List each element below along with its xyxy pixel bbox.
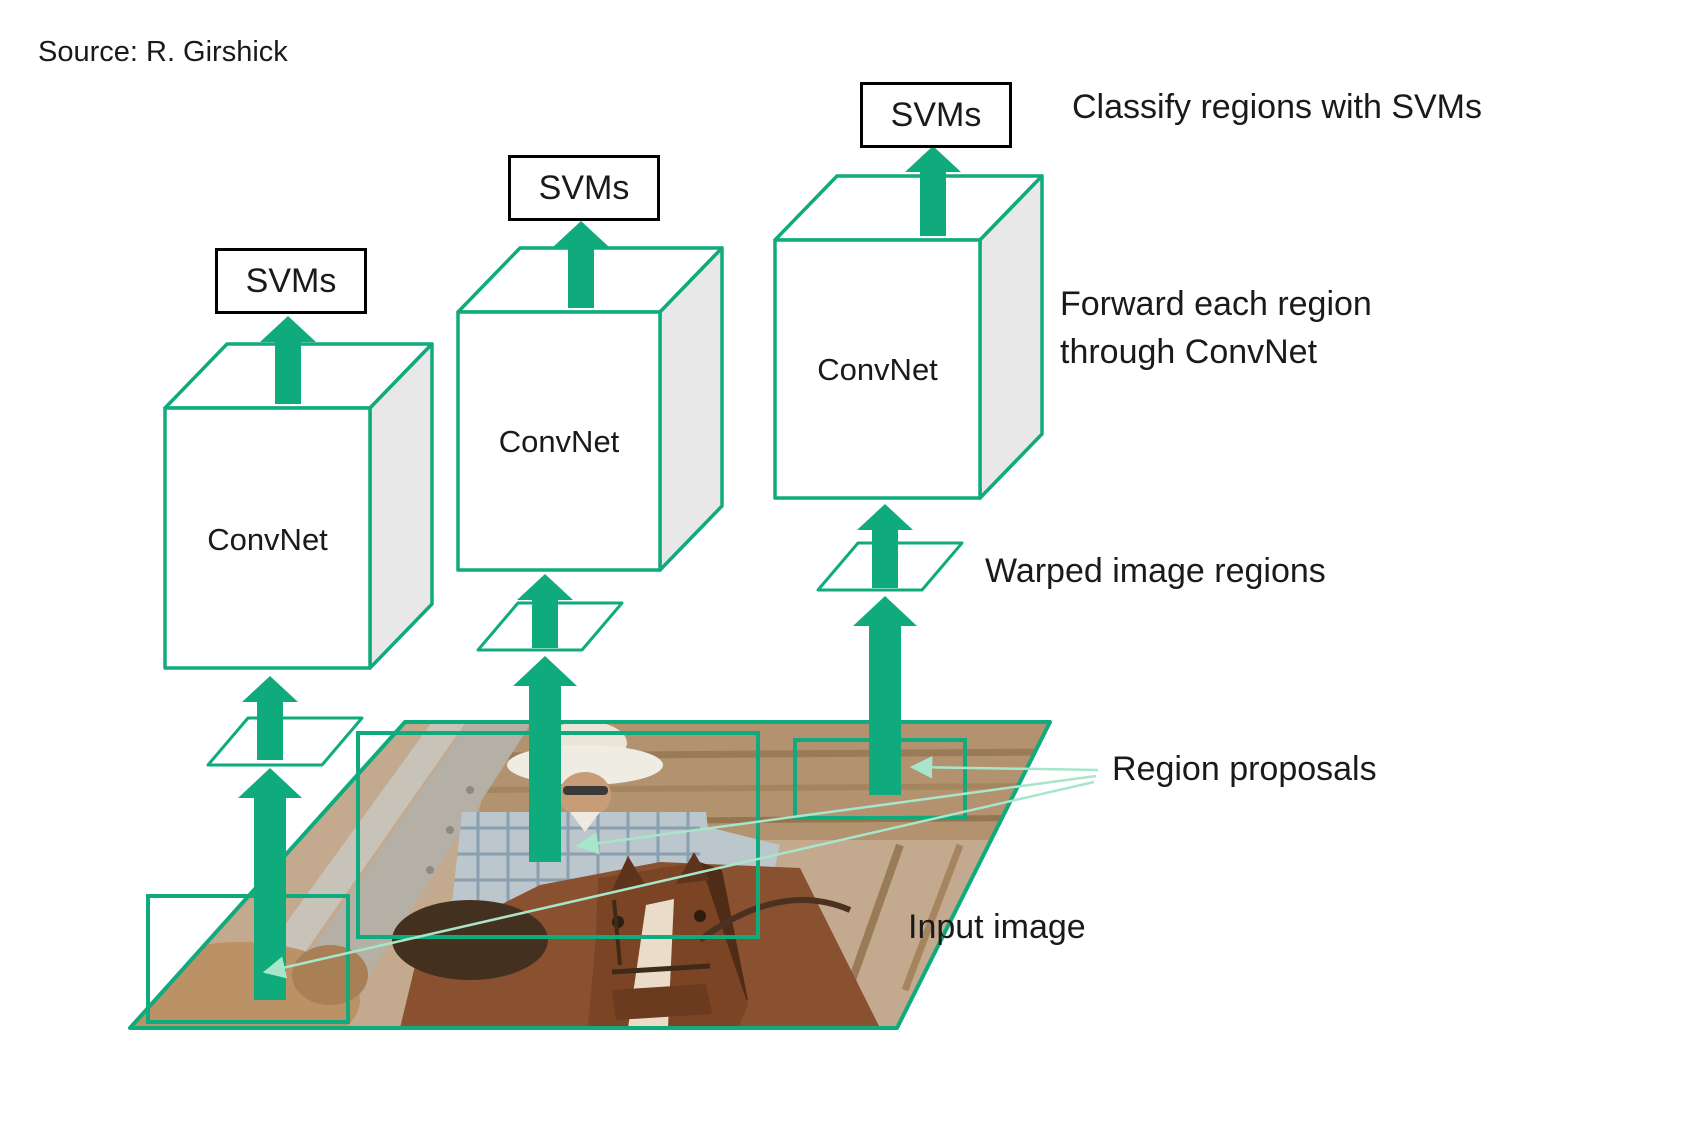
convnet-label-3: ConvNet: [817, 352, 938, 387]
arrow-image-to-warp-2: [513, 656, 577, 862]
region-proposal-bottom-left: [146, 894, 350, 1024]
forward-annotation-line2: through ConvNet: [1060, 333, 1318, 371]
svms-box-3: SVMs: [860, 82, 1012, 148]
input-image-annotation: Input image: [908, 908, 1086, 946]
svms-label: SVMs: [890, 95, 982, 134]
warped-annotation: Warped image regions: [985, 552, 1326, 590]
convnet-label-1: ConvNet: [207, 522, 328, 557]
forward-annotation: Forward each region through ConvNet: [1060, 280, 1372, 376]
convnet-front-face-2: [456, 310, 662, 572]
arrow-convnet-to-svm-2: [553, 221, 609, 308]
classify-annotation: Classify regions with SVMs: [1072, 88, 1483, 126]
arrow-warp-to-convnet-1: [242, 676, 298, 760]
svms-label: SVMs: [538, 168, 630, 207]
input-image-outline: [128, 720, 1052, 1030]
convnet-label-2: ConvNet: [498, 424, 620, 459]
region-proposals-annotation: Region proposals: [1112, 750, 1377, 788]
pointer-arrows: [262, 756, 1099, 979]
arrow-warp-to-convnet-2: [517, 574, 573, 648]
convnet-box-2: [456, 246, 724, 572]
arrow-convnet-to-svm-3: [905, 146, 961, 236]
horse-figure: [392, 852, 880, 1028]
source-credit: Source: R. Girshick: [38, 36, 288, 68]
svms-label: SVMs: [245, 261, 337, 300]
warped-region-1: [206, 716, 364, 767]
arrow-warp-to-convnet-3: [857, 504, 913, 588]
pointer-arrow-right-region: [909, 756, 1099, 779]
pointer-arrow-center-region: [575, 774, 1097, 855]
pointer-arrow-left-region: [262, 780, 1095, 979]
forward-annotation-line1: Forward each region: [1060, 285, 1372, 323]
convnet-front-face-1: [163, 406, 372, 670]
svms-box-2: SVMs: [508, 155, 660, 221]
arrow-image-to-warp-1: [238, 768, 302, 1000]
arrow-convnet-to-svm-1: [260, 316, 316, 404]
convnet-box-3: [773, 174, 1044, 500]
svms-box-1: SVMs: [215, 248, 367, 314]
convnet-front-face-3: [773, 238, 982, 500]
arrow-image-to-warp-3: [853, 596, 917, 795]
